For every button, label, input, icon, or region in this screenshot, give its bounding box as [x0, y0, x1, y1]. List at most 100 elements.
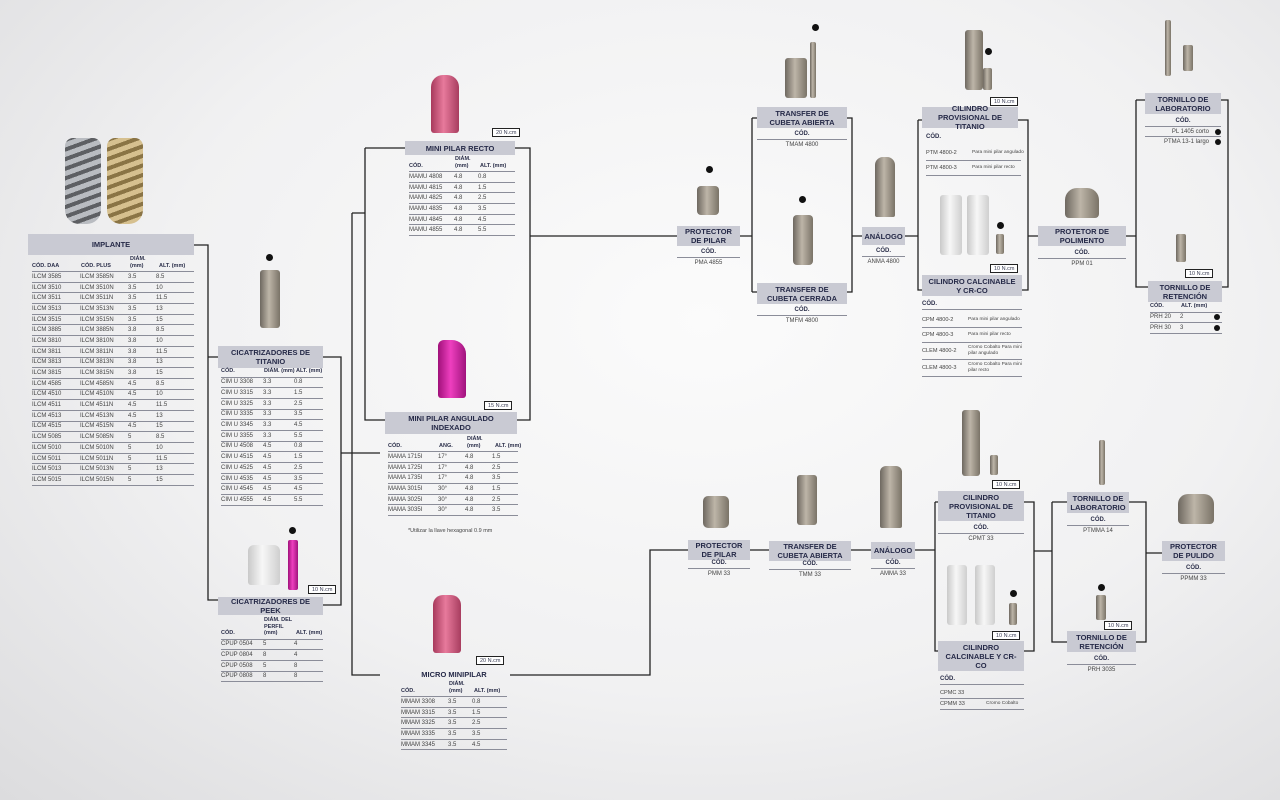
column-header: CÓD. PLUS	[81, 262, 111, 269]
implant-title: IMPLANTE	[28, 234, 194, 255]
code-cell: PTM 4800-2	[926, 150, 957, 156]
column-header: CÓD.	[1150, 303, 1164, 309]
table-cell: 8	[263, 652, 267, 659]
table-cell: 5	[263, 662, 267, 669]
table-cell: ILCM 3813	[32, 359, 62, 366]
tornillo-lab-image	[1099, 440, 1105, 485]
table-cell: CPUP 0804	[221, 652, 253, 659]
table-cell: CIM U 3315	[221, 390, 254, 397]
transfer-screw-image	[810, 42, 816, 98]
table-cell: 1.5	[492, 453, 501, 460]
table-cell: 11.5	[156, 455, 168, 462]
table-cell: 4	[294, 652, 298, 659]
table-cell: ILCM 3815	[32, 370, 62, 377]
table-cell: 2.5	[294, 464, 303, 471]
protector-pulido-image	[1178, 494, 1214, 524]
table-cell: MMAM 3335	[401, 730, 436, 737]
code-value: PMA 4855	[694, 260, 723, 266]
code-value: ANMA 4800	[867, 259, 900, 265]
implant-gold-image	[107, 138, 143, 224]
table-cell: 30°	[438, 496, 448, 503]
description-cell: Para mini pilar recto	[972, 165, 1015, 170]
table-cell: 11.5	[156, 402, 168, 409]
table-cell: 30°	[438, 507, 448, 514]
protector-pilar-image	[703, 496, 729, 528]
table-cell: ILCM 4513	[32, 412, 62, 419]
code-cell: CLEM 4800-2	[922, 348, 957, 354]
table-cell: 1.5	[472, 709, 481, 716]
transfer-abierta-image	[797, 475, 817, 525]
hex-icon	[1098, 584, 1105, 591]
table-cell: CPUP 0504	[221, 641, 253, 648]
torque-label: 15 N.cm	[484, 401, 513, 410]
table-cell: ILCM 3885N	[80, 327, 114, 334]
table-cell: 3.5	[128, 316, 137, 323]
table-cell: ILCM 4585	[32, 380, 62, 387]
column-header: ALT. (mm)	[474, 687, 501, 694]
cod-label: CÓD.	[757, 128, 847, 140]
table-cell: 0.8	[478, 173, 487, 180]
hex-icon	[289, 527, 296, 534]
table-row: CPUP 0804 8 4	[221, 650, 323, 661]
table-cell: 3.3	[263, 422, 272, 429]
column-header: ALT. (mm)	[480, 162, 507, 169]
column-header: DIÁM. (mm)	[467, 436, 483, 449]
table-cell: 4.5	[472, 741, 481, 748]
table-cell: MAMA 3015I	[388, 485, 423, 492]
code-value: PRH 3035	[1087, 667, 1116, 673]
table-cell: 3.5	[472, 730, 481, 737]
b-torn-lab-code: CÓD.PTMMA 14	[1067, 514, 1129, 535]
tornillo-lab-long-image	[1165, 20, 1171, 76]
table-cell: 15	[156, 476, 163, 483]
table-cell: 8	[263, 673, 267, 680]
table-cell: 10	[156, 284, 163, 291]
table-cell: 1.5	[294, 454, 303, 461]
table-cell: ILCM 3585	[32, 273, 62, 280]
table-cell: CIM U 4515	[221, 454, 254, 461]
table-header: CÓD.ANG.DIÁM. (mm)ALT. (mm)	[388, 436, 521, 452]
table-cell: 1.5	[478, 184, 487, 191]
table-cell: 3.5	[492, 475, 501, 482]
table-cell: MAMU 4808	[409, 173, 443, 180]
table-cell: 5	[128, 466, 132, 473]
table-cell: 3.5	[128, 305, 137, 312]
description-cell: Cromo Cobalto Para mini pilar angulado	[968, 345, 1022, 356]
table-cell: ILCM 3511N	[80, 295, 114, 302]
cod-label: CÓD.	[940, 673, 1024, 685]
torque-label: 10 N.cm	[992, 631, 1021, 640]
code-value: AMMA 33	[879, 571, 906, 577]
protector-pilar-title: PROTECTOR DE PILAR	[677, 226, 740, 246]
torque-label: 20 N.cm	[492, 128, 521, 137]
table-cell: ILCM 3811N	[80, 348, 114, 355]
table-header: CÓD.DIÁM. DEL PERFIL (mm)ALT. (mm)	[221, 617, 323, 640]
table-cell: 15	[156, 316, 163, 323]
table-cell: ILCM 4511	[32, 402, 61, 409]
hex-icon	[799, 196, 806, 203]
cilindro-crco-image	[975, 565, 995, 625]
table-cell: 4.8	[454, 216, 463, 223]
mini-angulado-title: MINI PILAR ANGULADO INDEXADO	[385, 412, 517, 434]
table-cell: 4.8	[465, 453, 474, 460]
table-cell: 30°	[438, 485, 448, 492]
table-cell: 4.8	[465, 507, 474, 514]
healing-cap-peek-image	[248, 545, 280, 585]
column-header: ALT. (mm)	[1181, 303, 1208, 309]
cod-label: CÓD.	[926, 134, 941, 140]
column-header: CÓD.	[221, 630, 235, 636]
table-cell: ILCM 4510N	[80, 391, 114, 398]
